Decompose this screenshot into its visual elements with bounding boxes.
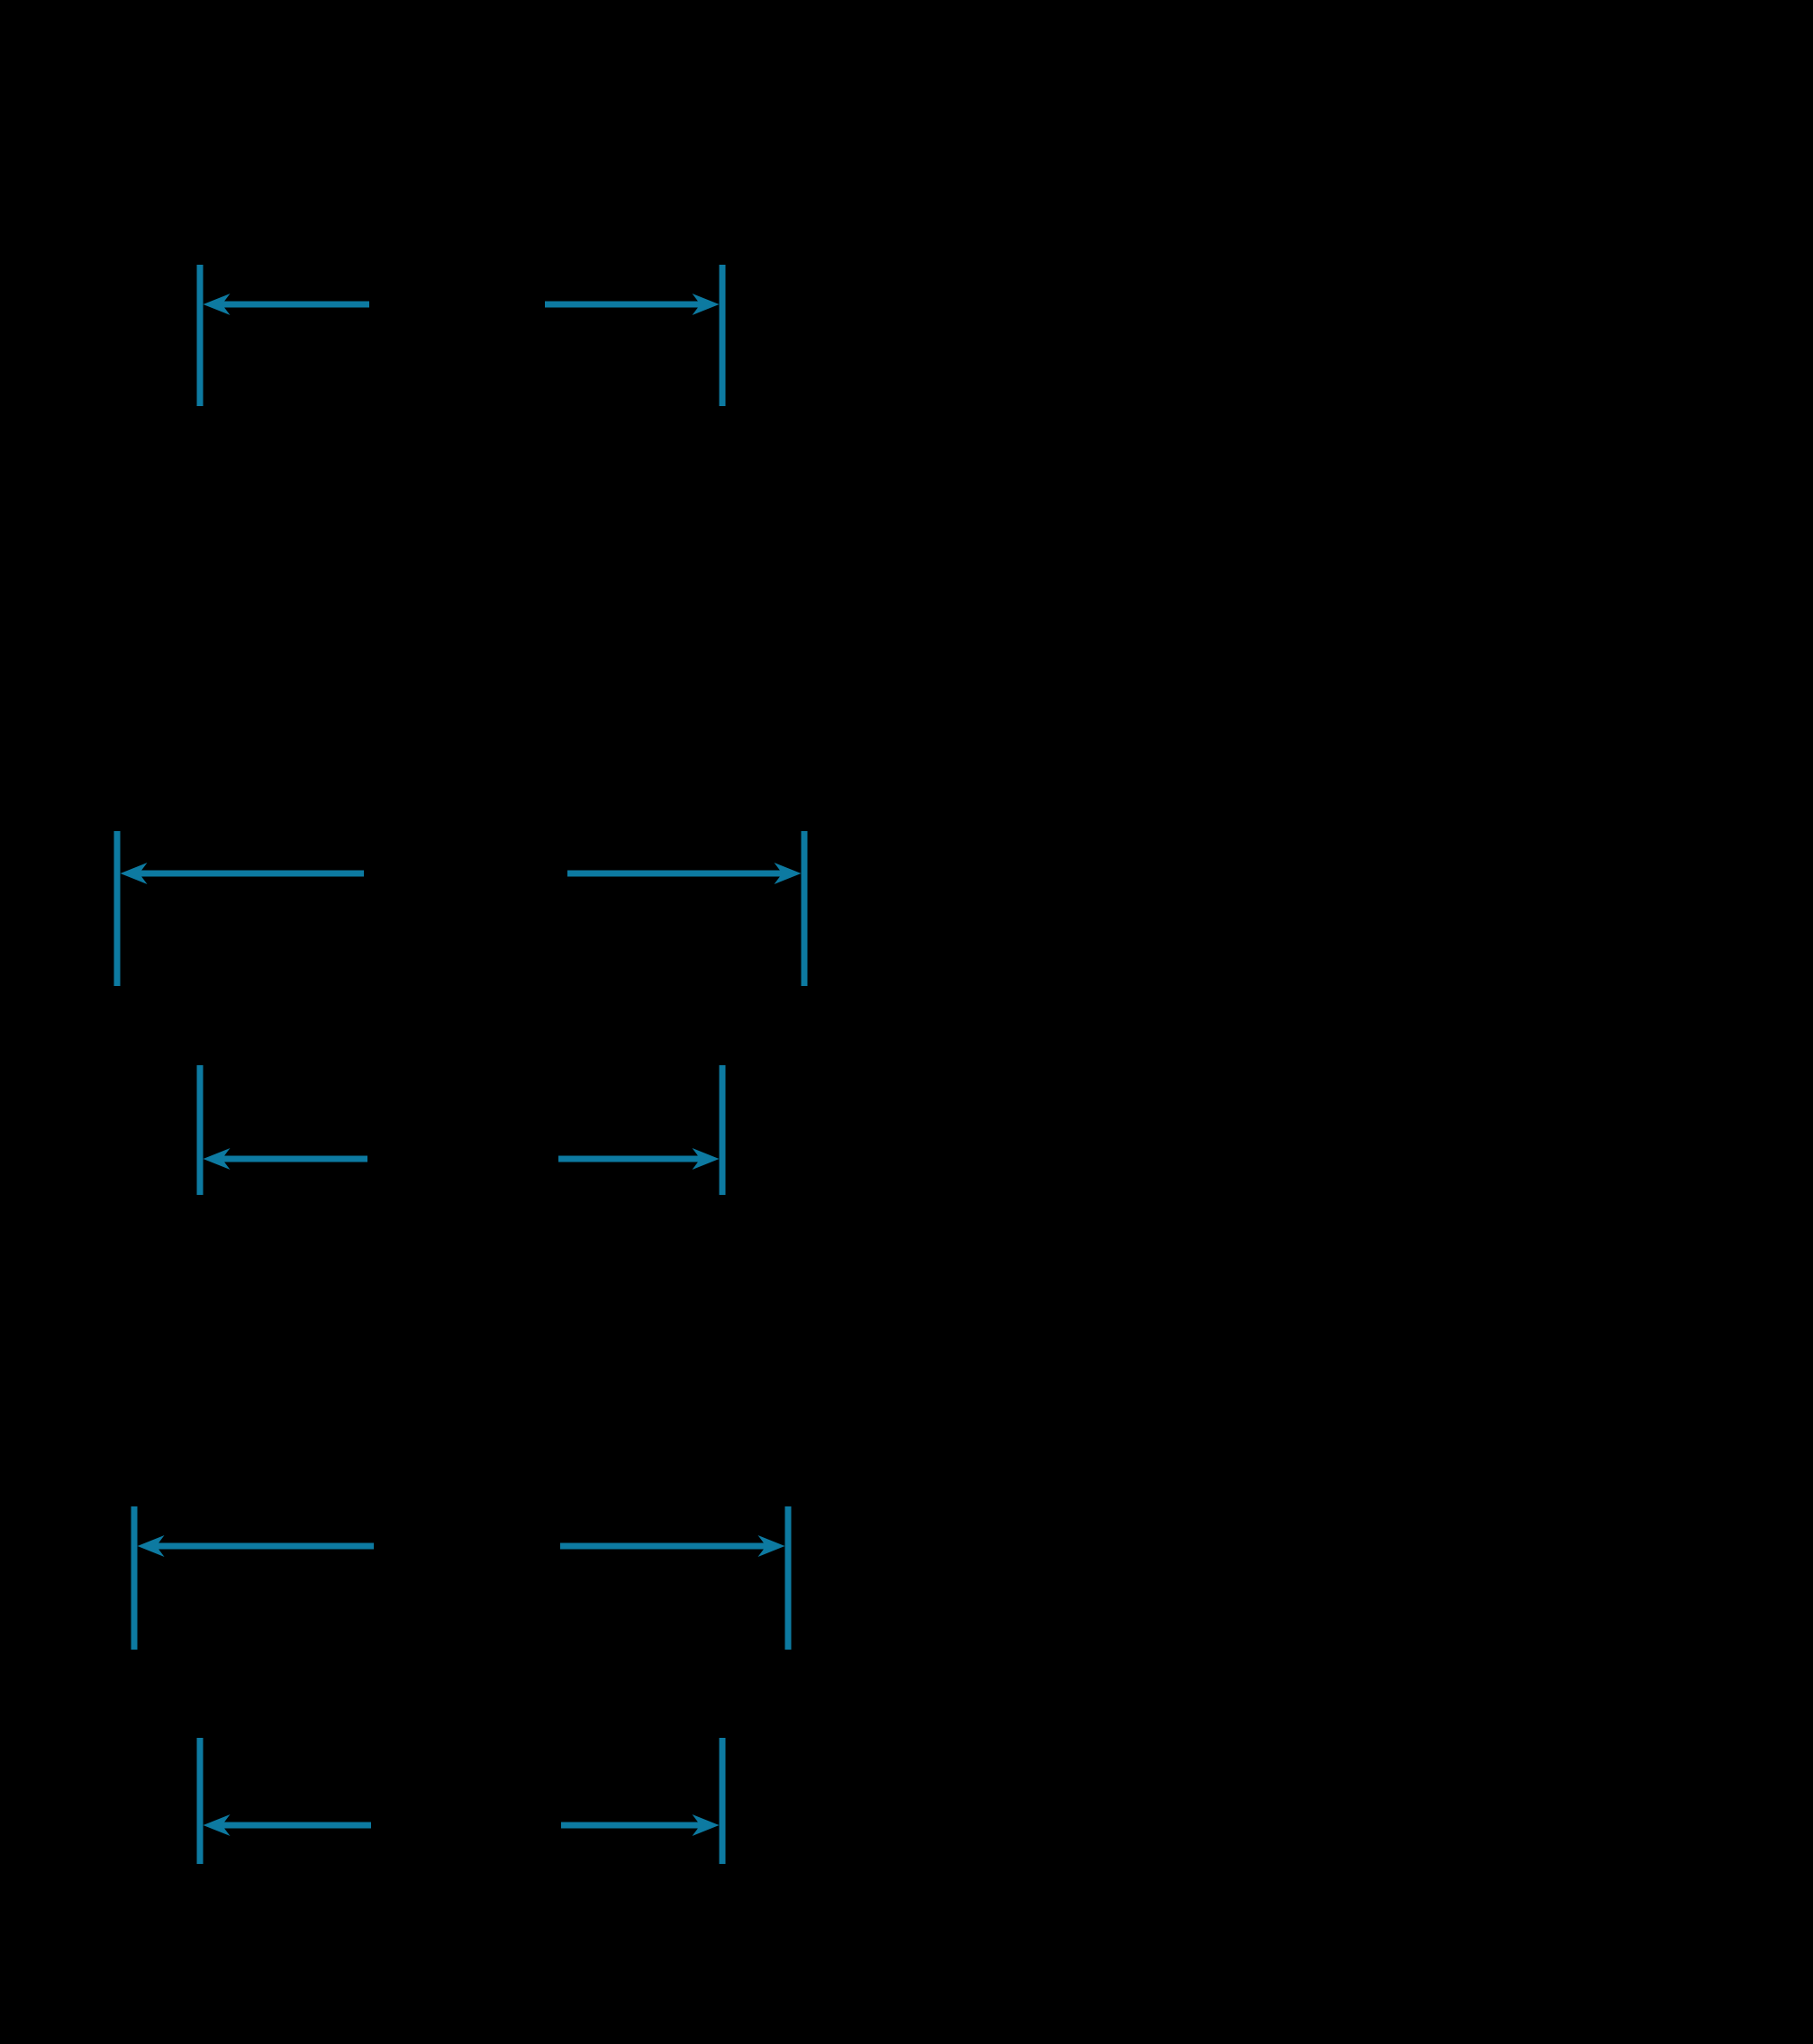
dimension-indicator-2 xyxy=(113,831,808,986)
left-arrowhead-icon xyxy=(203,1148,231,1170)
right-arrowhead-icon xyxy=(757,1535,785,1557)
right-arrowhead-icon xyxy=(692,294,720,315)
dimension-indicator-1 xyxy=(196,265,726,406)
left-arrowhead-icon xyxy=(120,863,148,884)
dimension-indicator-5 xyxy=(196,1738,726,1864)
right-arrowhead-icon xyxy=(692,1814,720,1836)
dimension-indicator-4 xyxy=(131,1506,792,1650)
left-arrowhead-icon xyxy=(203,294,231,315)
left-arrowhead-icon xyxy=(137,1535,165,1557)
right-arrowhead-icon xyxy=(692,1148,720,1170)
left-arrowhead-icon xyxy=(203,1814,231,1836)
right-arrowhead-icon xyxy=(774,863,802,884)
dimension-indicator-3 xyxy=(196,1065,726,1195)
